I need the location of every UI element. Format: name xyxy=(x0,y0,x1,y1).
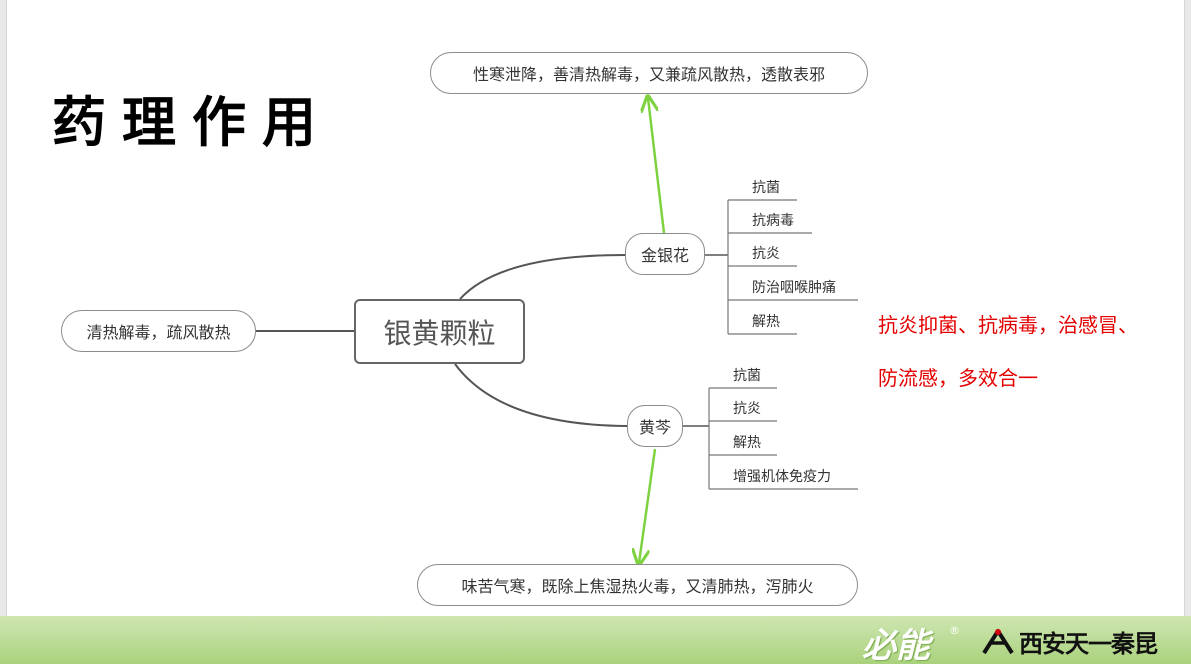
leaf-jinyinhua-4: 防治咽喉肿痛 xyxy=(752,280,836,296)
bottom-summary-pill: 味苦气寒，既除上焦湿热火毒，又清肺热，泻肺火 xyxy=(417,564,858,606)
central-node: 银黄颗粒 xyxy=(354,299,525,364)
top-summary-pill: 性寒泄降，善清热解毒，又兼疏风散热，透散表邪 xyxy=(430,52,868,94)
node-huangqin: 黄芩 xyxy=(627,405,683,447)
leaf-jinyinhua-1: 抗菌 xyxy=(752,180,780,196)
connector-huangqin xyxy=(454,363,628,427)
company-name: 西安天一秦昆 xyxy=(1019,630,1158,658)
leaf-huangqin-4: 增强机体免疫力 xyxy=(733,469,831,485)
right-frame-edge xyxy=(1184,0,1191,620)
leaf-huangqin-2: 抗炎 xyxy=(733,401,761,417)
leaf-huangqin-1: 抗菌 xyxy=(733,368,761,384)
node-jinyinhua: 金银花 xyxy=(625,233,705,275)
connector-jinyinhua xyxy=(459,254,626,300)
leaf-jinyinhua-5: 解热 xyxy=(752,314,780,330)
leaf-jinyinhua-2: 抗病毒 xyxy=(752,213,794,229)
brand-logo-text: 必能 xyxy=(862,626,930,666)
red-note-line-2: 防流感，多效合一 xyxy=(878,366,1038,390)
red-note-line-1: 抗炎抑菌、抗病毒，治感冒、 xyxy=(878,313,1138,337)
leaf-huangqin-3: 解热 xyxy=(733,435,761,451)
left-node: 清热解毒，疏风散热 xyxy=(61,310,256,352)
arrow-down xyxy=(639,448,657,563)
left-frame-edge xyxy=(0,0,7,620)
leaf-jinyinhua-3: 抗炎 xyxy=(752,246,780,262)
arrow-up xyxy=(648,98,666,234)
page-title: 药理作用 xyxy=(52,90,332,154)
company-logo-icon xyxy=(982,629,1014,655)
registered-mark: ® xyxy=(949,624,960,637)
